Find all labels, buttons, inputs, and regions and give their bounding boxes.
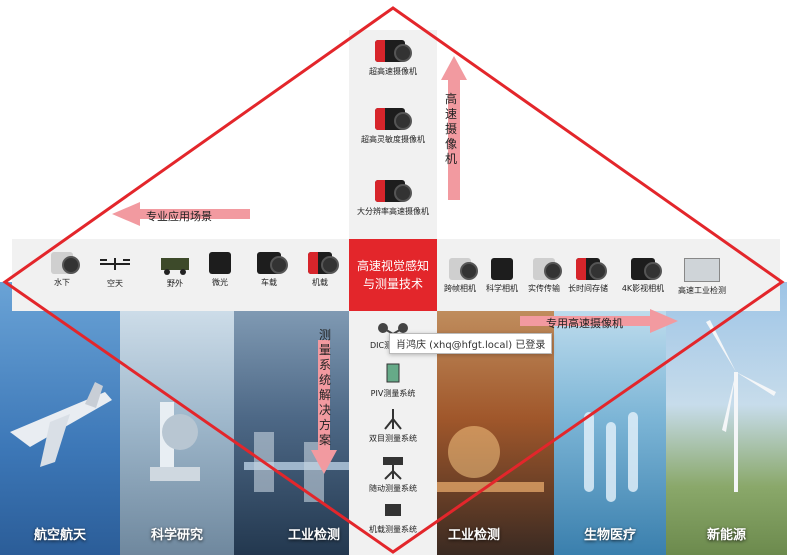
right-camera-2: 科学相机	[482, 258, 522, 294]
arrow-label-down: 测量系统解决方案	[318, 328, 331, 447]
top-camera-2: 超高灵敏度摄像机	[349, 108, 437, 145]
arrow-left-icon	[112, 202, 250, 226]
panel-label: 工业检测	[447, 528, 500, 543]
scene-low-light: 微光	[200, 252, 240, 288]
scene-field: 野外	[150, 252, 200, 289]
panel-label: 工业检测	[287, 528, 340, 543]
system-label: 双目测量系统	[369, 434, 417, 443]
panel-new-energy: 新能源	[666, 282, 787, 555]
arrow-label-up: 高速摄像机	[444, 92, 457, 166]
system-2: PIV测量系统	[349, 360, 437, 399]
scene-label: 车载	[261, 278, 277, 287]
right-camera-1: 跨帧相机	[440, 258, 480, 294]
airplane-icon	[10, 382, 112, 467]
system-5: 机载测量系统	[349, 500, 437, 535]
top-camera-label: 超高灵敏度摄像机	[361, 135, 425, 144]
production-line-icon	[404, 426, 544, 492]
scene-vehicle: 车载	[247, 252, 291, 288]
right-camera-label: 4K影视相机	[621, 284, 665, 293]
top-camera-label: 超高速摄像机	[369, 67, 417, 76]
arrow-down-icon	[311, 340, 337, 474]
arrow-right-icon	[520, 309, 678, 333]
login-tooltip: 肖鸿庆 (xhq@hfgt.local) 已登录	[389, 333, 553, 354]
system-4: 随动测量系统	[349, 455, 437, 494]
system-label: 机载测量系统	[369, 525, 417, 534]
right-camera-label: 跨帧相机	[444, 284, 476, 293]
system-3: 双目测量系统	[349, 405, 437, 444]
long-recording-camera-icon	[576, 258, 607, 280]
piv-system-icon	[386, 363, 400, 383]
drone-icon	[100, 258, 130, 270]
panel-label: 新能源	[706, 528, 746, 543]
core-title-line2: 与测量技术	[362, 277, 423, 291]
scene-aerospace: 空天	[90, 252, 140, 289]
high-resolution-camera-icon	[375, 180, 412, 202]
scene-label: 空天	[107, 279, 123, 288]
underwater-camera-icon	[51, 252, 80, 274]
arrow-up-icon	[441, 56, 467, 200]
wind-turbine-icon	[706, 320, 776, 492]
low-light-camera-icon	[209, 252, 231, 274]
scene-label: 水下	[54, 278, 70, 287]
system-label: PIV测量系统	[370, 389, 416, 398]
top-camera-1: 超高速摄像机	[349, 40, 437, 77]
high-speed-camera-icon	[375, 40, 412, 62]
arrow-label-right: 专用高速摄像机	[546, 317, 623, 330]
panel-label: 航空航天	[33, 528, 86, 543]
scene-airborne: 机载	[298, 252, 342, 288]
4k-cinema-camera-icon	[631, 258, 662, 280]
right-camera-label: 长时间存储	[568, 284, 608, 293]
scientific-camera-icon	[491, 258, 513, 280]
arrow-label-left: 专业应用场景	[146, 210, 212, 223]
high-sensitivity-camera-icon	[375, 108, 412, 130]
panel-aerospace: 航空航天	[0, 282, 120, 555]
panel-label: 生物医疗	[583, 528, 636, 543]
scene-label: 微光	[212, 278, 228, 287]
scene-label: 机载	[312, 278, 328, 287]
scene-underwater: 水下	[40, 252, 84, 288]
industrial-inspection-camera-icon	[684, 258, 720, 282]
right-camera-6: 高速工业检测	[672, 258, 732, 296]
panel-biomed: 生物医疗	[554, 282, 666, 555]
vehicle-icon	[161, 258, 189, 275]
airborne-camera-icon	[308, 252, 339, 274]
right-camera-label: 实传传输	[528, 284, 560, 293]
vehicle-camera-icon	[257, 252, 288, 274]
right-camera-label: 高速工业检测	[678, 286, 726, 295]
right-camera-label: 科学相机	[486, 284, 518, 293]
top-camera-label: 大分辨率高速摄像机	[357, 207, 429, 216]
top-camera-3: 大分辨率高速摄像机	[349, 180, 437, 217]
system-label: 随动测量系统	[369, 484, 417, 493]
core-title-line1: 高速视觉感知	[356, 259, 429, 273]
microscope-icon	[150, 402, 200, 481]
panel-label: 科学研究	[150, 528, 203, 543]
airborne-system-icon	[385, 504, 401, 516]
tracking-system-icon	[383, 457, 403, 480]
right-camera-5: 4K影视相机	[620, 258, 666, 294]
panel-research: 科学研究	[120, 282, 234, 555]
right-camera-4: 长时间存储	[566, 258, 610, 294]
frame-straddling-camera-icon	[449, 258, 478, 280]
scene-label: 野外	[167, 279, 183, 288]
core-technology-box: 高速视觉感知 与测量技术	[349, 239, 437, 311]
streaming-camera-icon	[533, 258, 562, 280]
binocular-system-icon	[384, 409, 402, 430]
right-camera-3: 实传传输	[524, 258, 564, 294]
test-tube-icon	[584, 412, 638, 502]
